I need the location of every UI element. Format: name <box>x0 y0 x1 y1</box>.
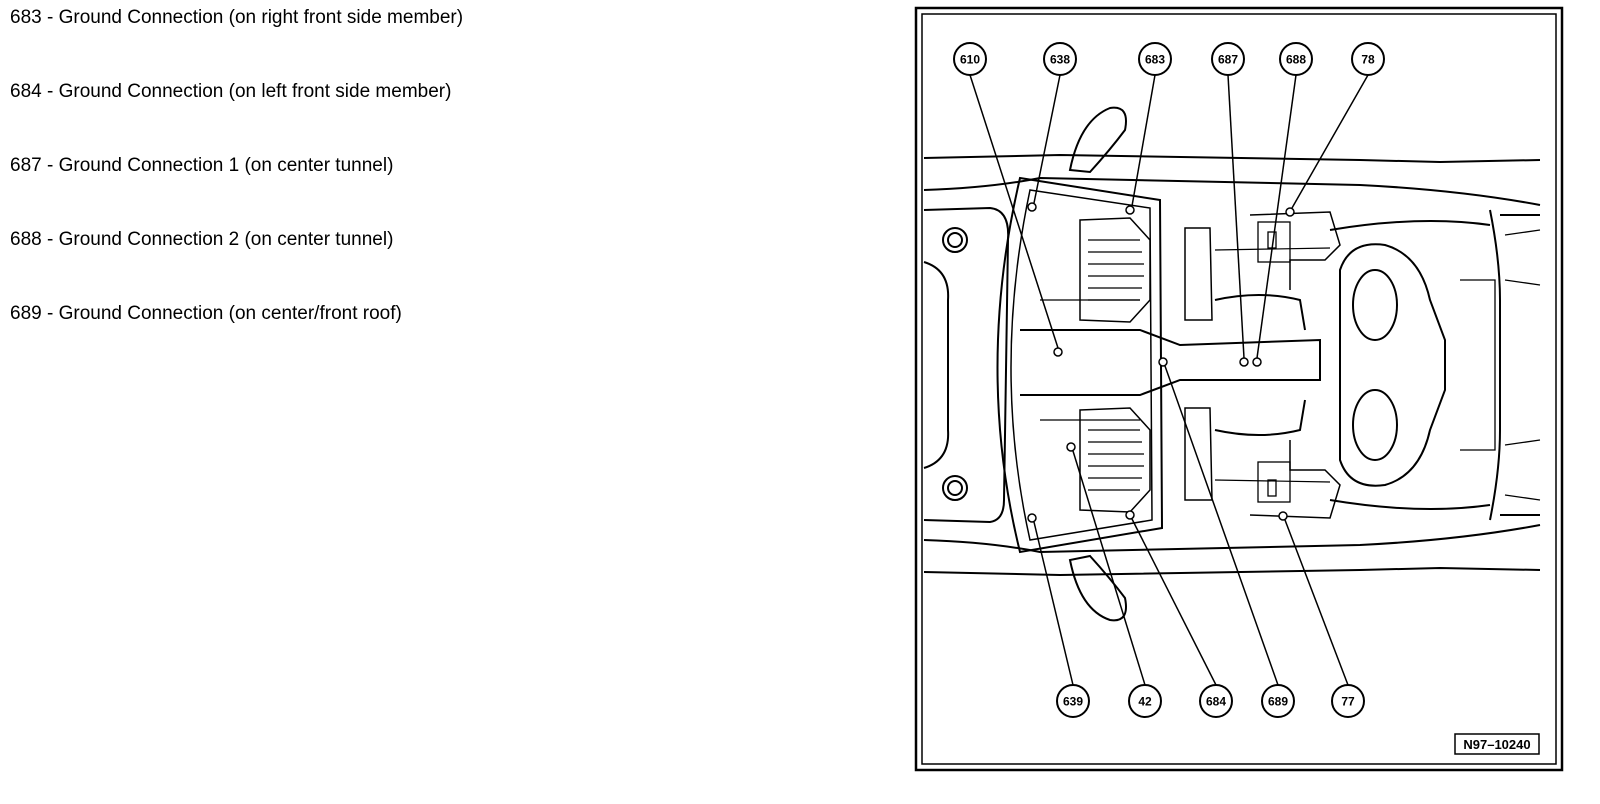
svg-text:610: 610 <box>960 53 980 67</box>
svg-text:687: 687 <box>1218 53 1238 67</box>
ground-point-683 <box>1125 205 1135 215</box>
diagram-outer-frame <box>914 6 1564 772</box>
callout-638: 638 <box>1043 42 1077 76</box>
ground-point-77 <box>1278 511 1288 521</box>
callout-78: 78 <box>1351 42 1385 76</box>
svg-text:688: 688 <box>1286 53 1306 67</box>
callout-639: 639 <box>1056 684 1090 718</box>
callouts-top: 610 638 683 687 688 78 <box>953 42 1385 76</box>
leader-lines <box>969 74 1369 686</box>
svg-text:638: 638 <box>1050 53 1070 67</box>
svg-text:639: 639 <box>1063 695 1083 709</box>
svg-text:N97–10240: N97–10240 <box>1463 737 1530 752</box>
svg-text:42: 42 <box>1138 695 1152 709</box>
ground-point-639 <box>1027 513 1037 523</box>
callout-689: 689 <box>1261 684 1295 718</box>
legend-item-689: 689 - Ground Connection (on center/front… <box>10 303 402 324</box>
ground-point-689 <box>1158 357 1168 367</box>
callout-610: 610 <box>953 42 987 76</box>
ground-point-42 <box>1066 442 1076 452</box>
svg-text:77: 77 <box>1341 695 1355 709</box>
ground-point-684 <box>1125 510 1135 520</box>
ground-point-610 <box>1053 347 1063 357</box>
ground-point-78 <box>1285 207 1295 217</box>
legend-list: 683 - Ground Connection (on right front … <box>10 4 463 374</box>
ground-point-687 <box>1239 357 1249 367</box>
callouts-bottom: 639 42 684 689 77 <box>1056 684 1365 718</box>
vehicle-body-outline <box>923 106 1541 622</box>
svg-text:689: 689 <box>1268 695 1288 709</box>
diagram-inner-frame <box>921 13 1557 765</box>
ground-points <box>1027 202 1295 523</box>
legend-item-684: 684 - Ground Connection (on left front s… <box>10 81 452 102</box>
callout-684: 684 <box>1199 684 1233 718</box>
ground-point-688 <box>1252 357 1262 367</box>
callout-687: 687 <box>1211 42 1245 76</box>
figure-reference: N97–10240 <box>1454 733 1540 755</box>
svg-text:683: 683 <box>1145 53 1165 67</box>
callout-42: 42 <box>1128 684 1162 718</box>
ground-point-638 <box>1027 202 1037 212</box>
legend-item-683: 683 - Ground Connection (on right front … <box>10 7 464 28</box>
svg-text:684: 684 <box>1206 695 1226 709</box>
legend-item-687: 687 - Ground Connection 1 (on center tun… <box>10 155 394 176</box>
svg-text:78: 78 <box>1361 53 1375 67</box>
callout-688: 688 <box>1279 42 1313 76</box>
callout-77: 77 <box>1331 684 1365 718</box>
callout-683: 683 <box>1138 42 1172 76</box>
legend-item-688: 688 - Ground Connection 2 (on center tun… <box>10 229 394 250</box>
